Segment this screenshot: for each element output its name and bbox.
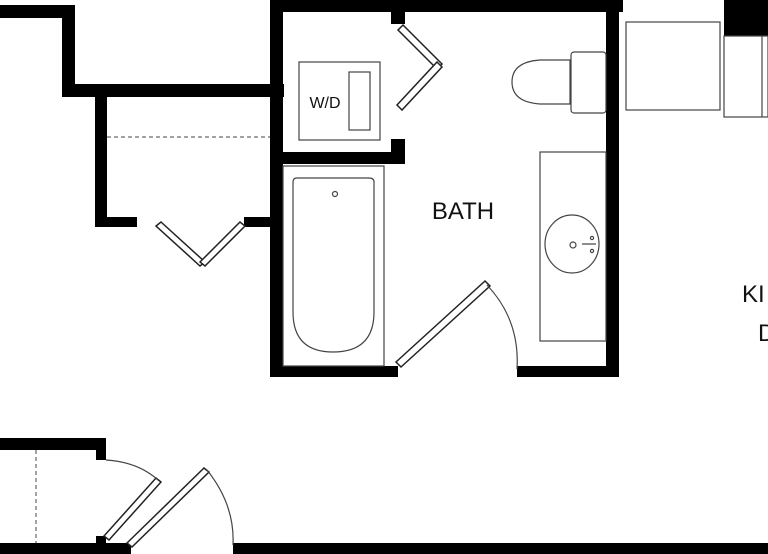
bathtub-basin [292,177,375,353]
wall-wd-door-jamb-top [391,8,405,24]
wd-bifold-leaf-bottom [395,60,444,112]
wall-bath-bottom-right [517,366,619,377]
wall-top-right-block [724,0,768,36]
kitchen-cabinets [625,21,768,118]
wall-bath-right-v [606,0,619,377]
bathtub [282,165,385,367]
wall-top-left-v [62,5,75,97]
wall-bottom-h-left [0,543,131,554]
bath-room-label: BATH [432,198,494,225]
entry-door-swing-arc-left [105,459,159,481]
vanity [539,151,607,342]
wall-wd-bottom-h [270,152,405,164]
wd-bifold-door [395,23,444,112]
closet-bifold-leaf-right [198,220,247,268]
wall-closet-bottom-left [95,217,137,227]
kitchen-partial-label: KI [742,281,765,308]
toilet [511,51,607,114]
closet-bifold-leaf-left [154,221,207,267]
closet-bifold-door [154,220,247,268]
faucet-knob-top [589,235,595,241]
upper-cabinet-left [625,21,721,111]
sink-basin [544,214,600,274]
wall-bath-top-h [270,0,623,12]
washer-dryer: W/D [298,61,381,141]
entry-door-swing-arc-right [206,469,234,546]
entry-doors [102,459,234,548]
wall-top-left-h [0,5,75,18]
upper-cabinet-right [723,35,768,118]
bathtub-drain [331,190,339,198]
wall-bath-left-v [270,0,283,377]
wall-bottom-left-jamb [96,438,106,460]
bath-door [394,279,518,370]
wd-label: W/D [309,95,340,112]
wall-bath-bottom-left [270,366,398,377]
toilet-bowl [511,59,571,105]
wall-bottom-h-right [233,543,768,554]
wall-bottom-left-h [0,438,106,450]
entry-door-leaf-left [102,476,163,542]
wall-wd-door-jamb-bottom [391,139,405,164]
bath-door-leaf [394,279,492,369]
dining-partial-label: D [758,320,768,347]
wall-closet-left-v [95,84,107,227]
wall-hall-top-h [62,84,284,97]
faucet-knob-bottom [589,248,595,254]
toilet-tank [570,51,607,114]
wall-closet-bottom-right [244,217,284,227]
bath-door-swing-arc [486,284,518,370]
washer-dryer-panel [348,71,371,131]
entry-door-leaf-right [125,467,211,548]
wd-bifold-leaf-top [396,23,444,71]
sink-drain [569,241,577,249]
